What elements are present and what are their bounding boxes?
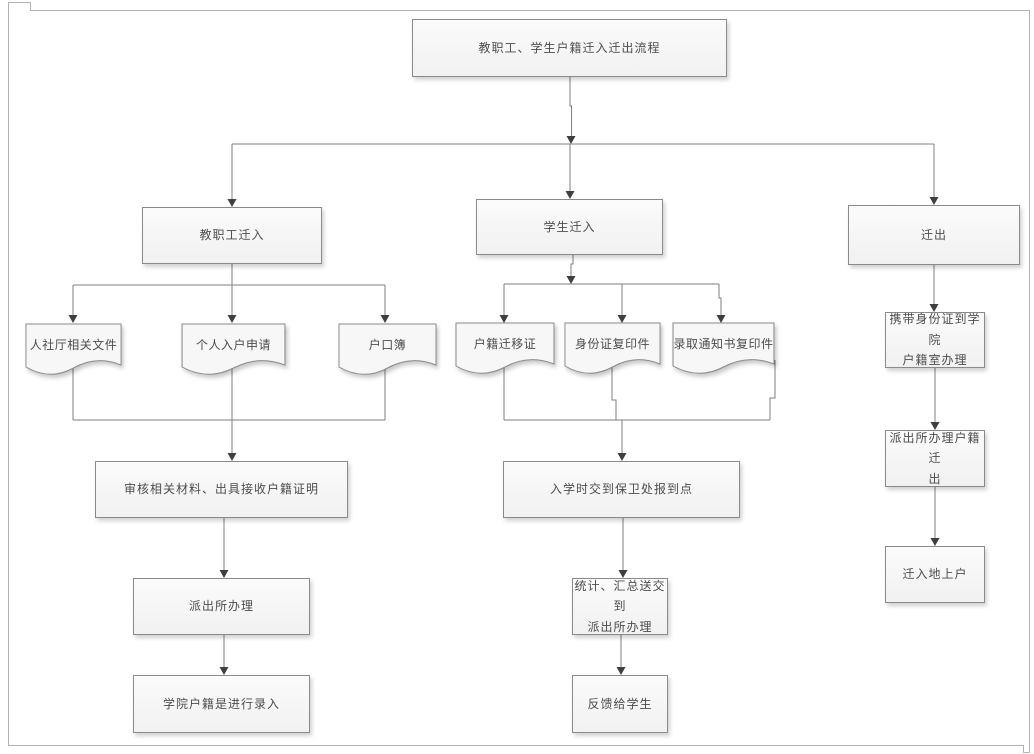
flowchart-node-stats-submit: 统计、汇总送交到 派出所办理 [572,578,668,635]
node-label: 统计、汇总送交到 派出所办理 [574,578,666,634]
flowchart-document-renshe: 人社厅相关文件 [25,323,122,381]
flowchart-node-review: 审核相关材料、出具接收户籍证明 [95,461,348,518]
node-label: 录取通知书复印件 [673,336,774,351]
node-label: 户口簿 [368,337,407,352]
flowchart-node-title: 教职工、学生户籍迁入迁出流程 [412,19,727,77]
node-label: 迁出 [920,227,947,242]
flowchart-document-hukou: 户口簿 [338,323,437,381]
node-label: 学生迁入 [543,219,596,234]
flowchart-node-college-entry: 学院户籍是进行录入 [133,675,310,733]
node-label: 审核相关材料、出具接收户籍证明 [123,482,319,497]
flowchart-document-id-copy: 身份证复印件 [564,322,661,380]
flowchart-node-bring-id: 携带身份证到学院 户籍室办理 [885,312,985,368]
node-label: 派出所办理户籍迁 出 [889,430,981,486]
document-shape-icon [25,323,122,375]
page-border [8,2,1030,753]
flowchart-node-submit-security: 入学时交到保卫处报到点 [503,461,740,518]
node-label: 教职工、学生户籍迁入迁出流程 [478,40,661,55]
node-label: 携带身份证到学院 户籍室办理 [889,312,981,368]
flowchart-node-settle-in: 迁入地上户 [885,546,985,603]
flowchart-node-move-out: 迁出 [848,205,1020,265]
document-shape-icon [181,323,286,375]
node-label: 户籍迁移证 [473,336,537,351]
flowchart-node-staff-in: 教职工迁入 [142,207,322,264]
document-shape-icon [455,322,555,374]
flowchart-node-feedback: 反馈给学生 [572,675,668,733]
flowchart-document-notice-copy: 录取通知书复印件 [672,322,775,380]
document-shape-icon [672,322,775,374]
node-label: 入学时交到保卫处报到点 [549,482,693,497]
node-label: 教职工迁入 [199,228,265,243]
node-label: 人社厅相关文件 [29,337,118,352]
flowchart-document-qianyi: 户籍迁移证 [455,322,555,380]
node-label: 迁入地上户 [902,567,968,582]
document-shape-icon [338,323,437,375]
flowchart-node-student-in: 学生迁入 [476,199,663,255]
document-shape-icon [564,322,661,374]
flowchart-document-apply: 个人入户申请 [181,323,286,381]
node-label: 个人入户申请 [195,337,271,352]
node-label: 身份证复印件 [574,336,650,351]
node-label: 反馈给学生 [587,696,653,711]
node-label: 派出所办理 [188,599,254,614]
flowchart-node-police-staff: 派出所办理 [133,578,310,635]
flowchart-node-police-out: 派出所办理户籍迁 出 [885,430,985,487]
node-label: 学院户籍是进行录入 [162,696,280,711]
